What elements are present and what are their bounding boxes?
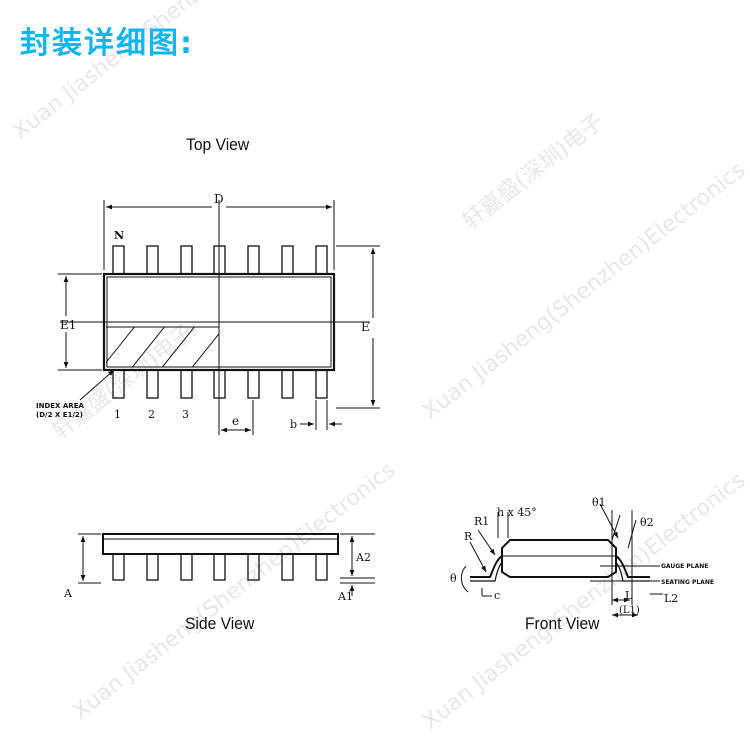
dim-label-L1: (L1)	[619, 605, 640, 616]
pin	[180, 369, 193, 399]
pin-label-3: 3	[182, 408, 189, 421]
pin	[247, 553, 260, 581]
side-view	[78, 533, 375, 596]
dim-label-D: D	[214, 192, 224, 206]
pin	[213, 553, 226, 581]
pin	[146, 245, 159, 275]
side-pins	[112, 553, 328, 581]
dim-label-c: c	[494, 589, 500, 602]
top-view	[58, 200, 380, 435]
dim-label-R1: R1	[474, 515, 489, 528]
pin	[146, 369, 159, 399]
pin	[315, 553, 328, 581]
dim-label-theta1: θ1	[592, 496, 606, 509]
front-view-label: Front View	[525, 614, 600, 633]
side-body	[102, 533, 339, 555]
pin	[112, 245, 125, 275]
top-view-labels: D E E1 N 1 2 3 e b INDEX AREA (D/2 X E1/…	[36, 192, 370, 431]
dim-label-e: e	[232, 414, 239, 428]
pin-label-2: 2	[148, 408, 155, 421]
seating-plane-label: SEATING PLANE	[661, 579, 714, 586]
page-title: 封装详细图:	[20, 26, 194, 61]
dim-label-theta2: θ2	[640, 516, 654, 529]
index-area-size-label: (D/2 X E1/2)	[36, 411, 83, 419]
pin	[112, 369, 125, 399]
dim-label-b: b	[290, 418, 297, 431]
pin-label-N: N	[114, 229, 124, 242]
side-view-label: Side View	[185, 614, 255, 633]
left-lead	[470, 555, 503, 578]
top-pins	[112, 245, 328, 275]
right-lead	[615, 555, 650, 578]
dim-label-E: E	[361, 320, 370, 334]
pin	[146, 553, 159, 581]
bottom-pins	[112, 369, 328, 399]
pin	[247, 245, 260, 275]
pin	[180, 245, 193, 275]
pin	[213, 245, 226, 275]
dim-label-L2: L2	[664, 592, 678, 605]
dim-label-R: R	[464, 530, 473, 543]
dim-label-h: h x 45°	[497, 506, 537, 519]
dim-label-E1: E1	[60, 318, 76, 332]
pin	[315, 245, 328, 275]
pin	[315, 369, 328, 399]
dim-label-A1: A1	[337, 590, 353, 603]
pin	[281, 553, 294, 581]
dim-label-L: L	[625, 589, 633, 602]
pin-label-1: 1	[114, 408, 121, 421]
dim-label-theta: θ	[450, 572, 457, 585]
pin	[281, 245, 294, 275]
pin	[180, 553, 193, 581]
side-view-labels: A A2 A1	[63, 551, 371, 603]
front-view-labels: h x 45° R1 R θ θ1 θ2 c L (L1) L2 GAUGE P…	[450, 496, 714, 616]
dim-label-A2: A2	[355, 551, 371, 564]
pin	[281, 369, 294, 399]
pin	[247, 369, 260, 399]
front-view	[460, 503, 663, 618]
top-view-label: Top View	[186, 135, 250, 154]
pin	[112, 553, 125, 581]
index-area-hatch	[106, 327, 219, 367]
dim-label-A: A	[63, 587, 73, 600]
gauge-plane-label: GAUGE PLANE	[661, 563, 708, 570]
pin	[213, 369, 226, 399]
front-body	[501, 539, 617, 578]
index-area-label: INDEX AREA	[36, 402, 84, 410]
